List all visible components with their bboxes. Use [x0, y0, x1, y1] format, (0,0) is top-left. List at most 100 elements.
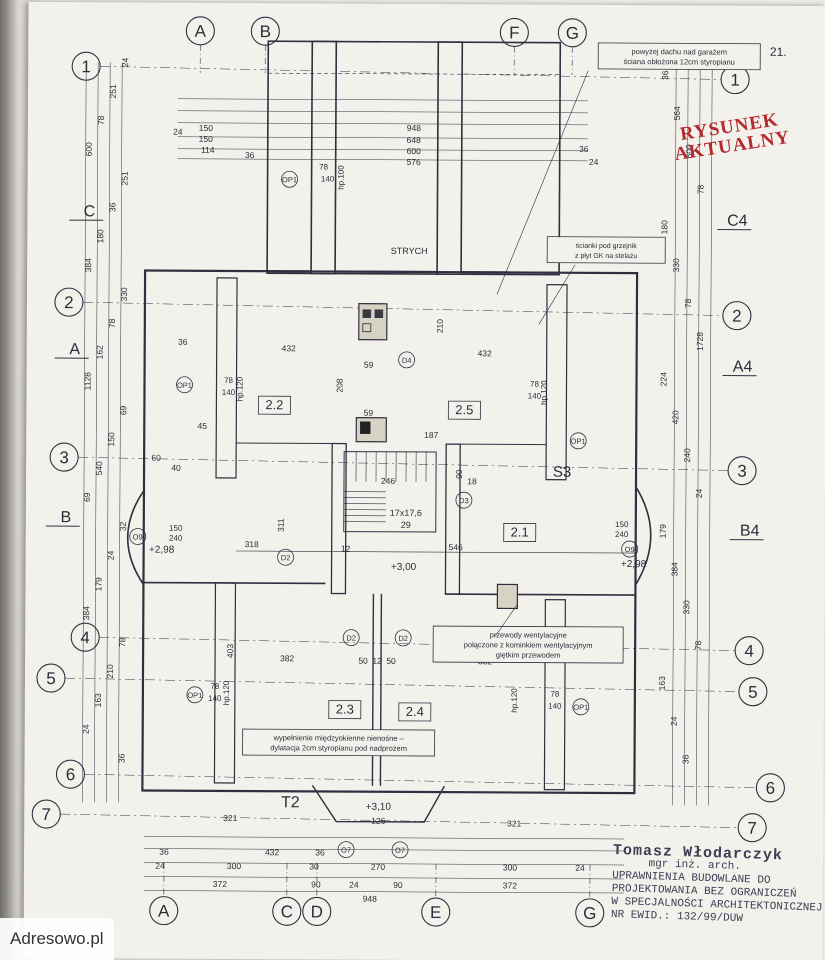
- axis-letter-bottom: D: [311, 902, 323, 921]
- room-box: [398, 702, 432, 722]
- dimension-label: 12: [372, 656, 382, 666]
- axis-letter-top: F: [509, 23, 519, 42]
- flue: [360, 421, 371, 434]
- dim-line: [177, 148, 588, 152]
- dim-line: [177, 122, 588, 126]
- window-tag: 78: [530, 380, 539, 389]
- dimension-label: 24: [575, 863, 585, 873]
- window-tag: hp.120: [510, 688, 519, 713]
- dimension-label: 330: [681, 600, 691, 615]
- axis-number-left: 5: [46, 669, 56, 688]
- dimension-label: 210: [105, 664, 115, 679]
- flue: [362, 309, 372, 318]
- tag-circle: [342, 629, 360, 647]
- dimension-label: 270: [371, 862, 386, 872]
- section-mark-label: C: [84, 203, 96, 220]
- tag-circle: [391, 841, 409, 859]
- tag-circle: [277, 548, 295, 566]
- dim-line: [708, 65, 713, 806]
- dimension-label: 384: [83, 258, 93, 273]
- axis-letter-top: B: [260, 22, 271, 41]
- door-tag: D2: [398, 634, 408, 643]
- tag-circle: [281, 170, 298, 188]
- axis-bubble: [727, 456, 757, 486]
- level-label: +3,10: [366, 802, 392, 813]
- dim-line: [235, 550, 636, 554]
- room-number: 2.5: [455, 402, 473, 417]
- axis-line: [99, 637, 736, 651]
- dimension-label: 224: [659, 372, 669, 387]
- dimension-label: 36: [117, 753, 127, 763]
- dimension-label: 40: [171, 463, 181, 473]
- dimension-label: 24: [155, 861, 165, 871]
- tag-circle: [621, 540, 639, 558]
- flue: [362, 323, 372, 333]
- dimension-label: 90: [393, 880, 403, 890]
- window-tag: 140: [222, 388, 236, 397]
- note-vent-line: giętkim przewodem: [496, 650, 561, 659]
- dimension-label: 300: [503, 862, 518, 872]
- dimension-label: 300: [227, 861, 242, 871]
- wall-line: [379, 593, 383, 786]
- axis-bubble: [755, 773, 785, 803]
- axis-number-right: 7: [747, 819, 757, 838]
- dimension-label: 24: [589, 157, 599, 167]
- dimension-label: 163: [657, 676, 667, 691]
- dimension-label: 78: [96, 115, 106, 125]
- dimension-label: 24: [669, 716, 679, 726]
- wall-line: [143, 581, 326, 585]
- axis-number-right: 5: [748, 683, 758, 702]
- dimension-label: 90: [311, 879, 321, 889]
- chimney-column: [310, 40, 338, 275]
- note-vent-line: przewody wentylacyjne: [490, 630, 567, 639]
- leader-line: [496, 70, 589, 295]
- tag-circle: [337, 841, 355, 858]
- axis-letter-bottom: C: [281, 902, 293, 921]
- dimension-label: 187: [424, 430, 439, 440]
- dimension-label: 24: [173, 127, 183, 137]
- dimension-label: 576: [407, 157, 422, 167]
- dimension-label: 163: [93, 693, 103, 708]
- axis-letter-top: A: [195, 22, 207, 41]
- dimension-label: 540: [94, 461, 104, 476]
- dim-line: [696, 65, 701, 806]
- window-tag: 150: [169, 524, 183, 533]
- stair-label: 17x17,6: [390, 508, 422, 518]
- section-mark-label: B4: [740, 523, 760, 540]
- dimension-label: 311: [276, 518, 286, 532]
- dimension-label: 403: [225, 644, 235, 659]
- window-tag: 150: [615, 520, 629, 529]
- dimension-label: 12: [341, 544, 351, 554]
- chimney-column: [436, 41, 464, 275]
- dimension-label: 948: [363, 894, 378, 904]
- attic-label: STRYCH: [391, 246, 428, 256]
- window-tag: 140: [528, 392, 542, 401]
- note-radiator-line: ścianki pod grzejnik: [576, 243, 638, 250]
- dimension-label: 382: [280, 653, 295, 663]
- dimension-label: 78: [696, 184, 706, 194]
- wall: [444, 443, 461, 595]
- dimension-label: 180: [659, 220, 669, 235]
- dimension-label: 246: [381, 476, 396, 486]
- dim-line: [178, 98, 588, 102]
- note-radiator-line: z płyt GK na stelażu: [575, 253, 637, 260]
- room-box: [503, 523, 537, 542]
- axis-bubble: [421, 897, 451, 927]
- axis-number-left: 4: [80, 628, 90, 647]
- tag-circle: [398, 351, 416, 369]
- dimension-label: 59: [364, 408, 374, 418]
- axis-number-left: 2: [64, 293, 74, 312]
- special-label-s3: S3: [553, 464, 571, 481]
- dimension-label: 330: [119, 287, 129, 302]
- tag-circle: [186, 686, 204, 704]
- dimension-label: 78: [117, 637, 127, 647]
- dimension-label: 32: [118, 521, 128, 531]
- dimension-label: 648: [407, 135, 422, 145]
- dimension-label: 1728: [695, 332, 705, 351]
- window-tag: hp.120: [235, 376, 244, 401]
- dimension-label: 60: [151, 453, 161, 463]
- room-number: 2.4: [406, 704, 424, 719]
- axis-number-left: 7: [41, 805, 51, 824]
